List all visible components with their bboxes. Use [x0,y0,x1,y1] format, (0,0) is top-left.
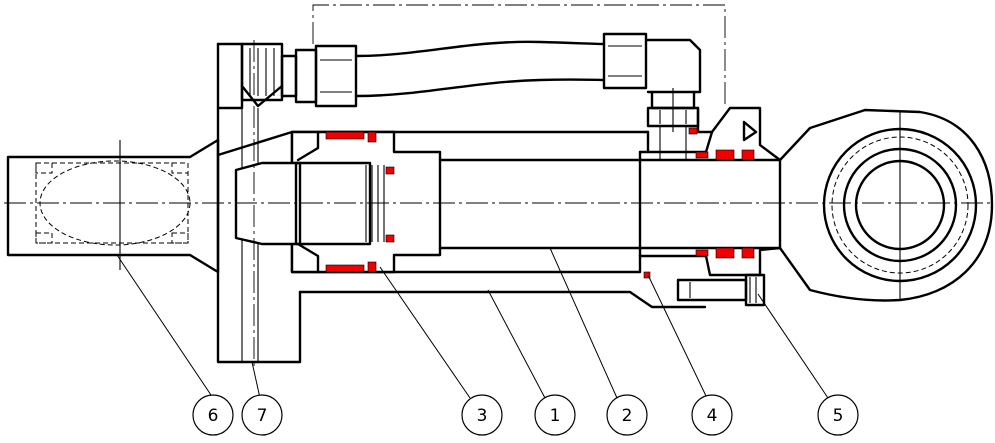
rod-gland [638,106,782,279]
callout-4: 4 [691,394,733,436]
rod-eye [778,108,994,302]
callout-label: 2 [622,406,633,426]
callout-6: 6 [192,394,234,436]
callout-5: 5 [817,394,859,436]
hydraulic-hose [280,32,702,160]
callout-label: 6 [208,406,219,426]
callout-label: 5 [833,406,844,426]
callout-7: 7 [241,394,283,436]
callout-label: 4 [707,406,718,426]
retaining-bolt [676,273,766,307]
callout-2: 2 [606,394,648,436]
leader-lines [116,247,829,399]
rear-clevis [6,138,220,274]
phantom-outline [312,4,726,108]
callout-label: 7 [257,406,268,426]
callout-label: 1 [550,406,561,426]
callout-3: 3 [461,394,503,436]
piston-rod [234,158,782,250]
callout-1: 1 [534,394,576,436]
callout-label: 3 [477,406,488,426]
